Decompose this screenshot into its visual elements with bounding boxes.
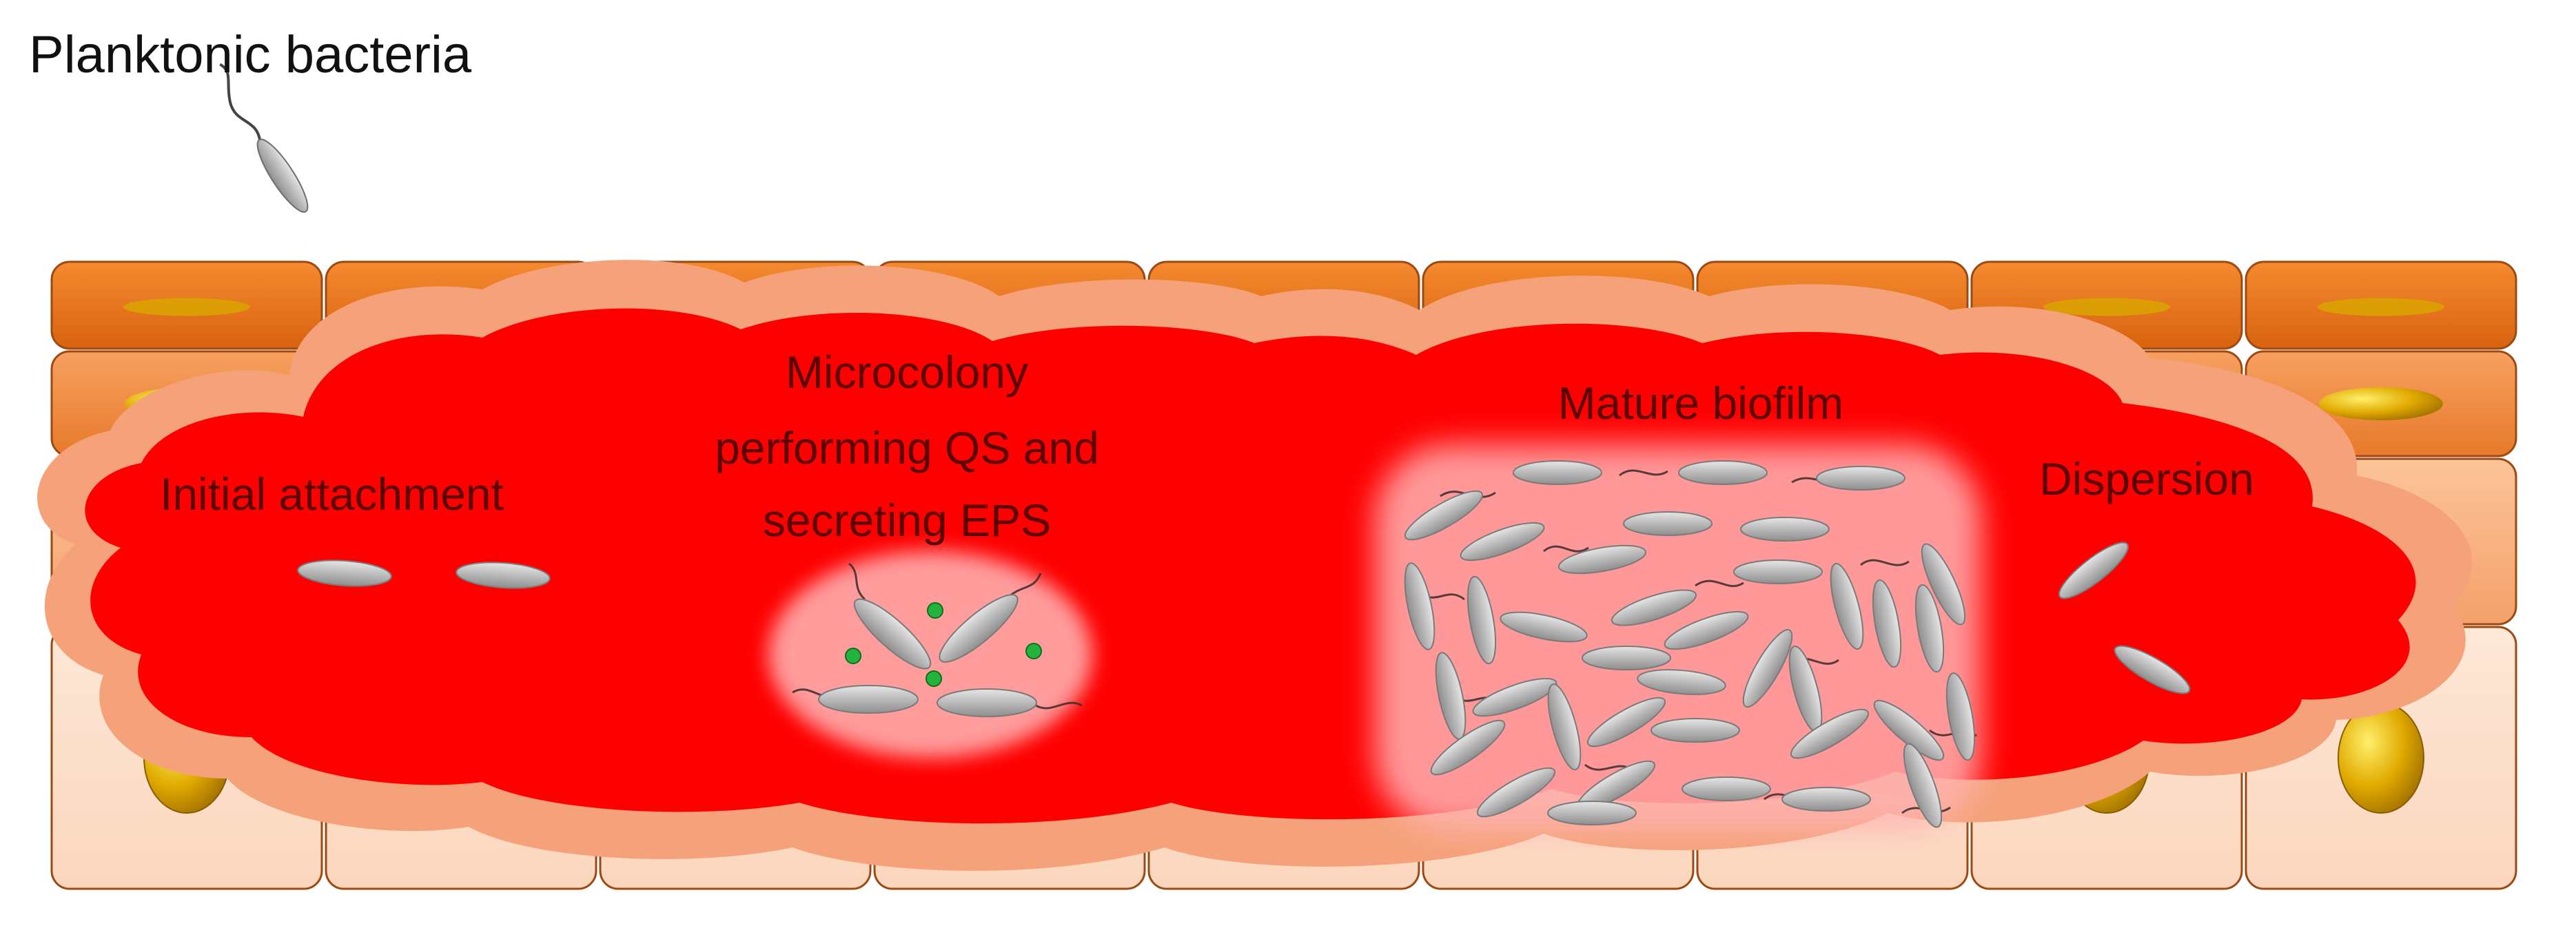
eps-strand bbox=[848, 562, 866, 601]
cell-nucleus bbox=[2319, 387, 2443, 420]
bacterium bbox=[1476, 767, 1556, 818]
microcolony-eps-glow bbox=[768, 551, 1092, 758]
microcolony-label-line-3: secreting EPS bbox=[763, 495, 1051, 546]
bacterium bbox=[1460, 522, 1545, 562]
initial-attachment-label: Initial attachment bbox=[160, 469, 504, 519]
eps-strand bbox=[1695, 579, 1744, 588]
bacterium bbox=[2114, 645, 2191, 694]
planktonic-bacterium-body bbox=[256, 138, 309, 213]
bacterium bbox=[1921, 543, 1966, 626]
bacterium bbox=[937, 688, 1037, 717]
microcolony-label-line-1: Microcolony bbox=[786, 347, 1028, 398]
bacterium bbox=[1650, 718, 1740, 743]
dispersion-label: Dispersion bbox=[2039, 453, 2254, 504]
planktonic-flagellum bbox=[219, 63, 262, 142]
bacterium bbox=[1816, 466, 1905, 491]
bacterium bbox=[1678, 460, 1768, 485]
mature-biofilm-label: Mature biofilm bbox=[1558, 378, 1843, 429]
bacterium bbox=[297, 559, 392, 587]
qs-signal-molecule bbox=[927, 602, 943, 619]
bacterium bbox=[1872, 579, 1902, 668]
bacterium bbox=[1664, 610, 1749, 650]
eps-strand bbox=[1619, 469, 1668, 477]
bacterium bbox=[1466, 575, 1497, 665]
bacterium bbox=[939, 594, 1019, 663]
bacterium bbox=[1404, 562, 1435, 650]
bacterium bbox=[1733, 559, 1823, 584]
eps-strand bbox=[1860, 559, 1910, 566]
bacterium bbox=[1472, 677, 1557, 717]
bacterium bbox=[1740, 517, 1830, 542]
bacterium bbox=[1404, 490, 1484, 541]
bacterium bbox=[1582, 646, 1671, 670]
bacterium bbox=[1557, 544, 1647, 575]
bacterium bbox=[1781, 787, 1871, 812]
bacterium bbox=[1500, 611, 1588, 643]
bacterium bbox=[1830, 563, 1864, 650]
cell-nucleus bbox=[2318, 298, 2444, 316]
bacterium bbox=[1742, 628, 1793, 708]
biofilm-core bbox=[85, 308, 2416, 824]
cell-nucleus bbox=[2338, 702, 2424, 814]
cell-nucleus bbox=[2043, 298, 2170, 316]
bacterium bbox=[1611, 589, 1697, 626]
bacterium bbox=[1547, 801, 1637, 825]
eps-strand bbox=[1543, 545, 1589, 553]
bacterium bbox=[1681, 776, 1771, 801]
qs-signal-molecule bbox=[845, 648, 861, 664]
bacterium bbox=[853, 598, 932, 670]
bacterium bbox=[818, 685, 919, 714]
bacterium bbox=[1430, 719, 1506, 776]
qs-signal-molecule bbox=[926, 670, 942, 687]
bacterium bbox=[1623, 511, 1713, 536]
bacterium bbox=[1790, 708, 1870, 759]
eps-strand bbox=[1033, 701, 1083, 710]
bacteria-group bbox=[297, 460, 2191, 828]
bacterium bbox=[1873, 699, 1945, 761]
bacterium bbox=[2058, 542, 2129, 599]
bacterium bbox=[1914, 584, 1945, 673]
bacterium bbox=[1945, 672, 1976, 761]
bacterium bbox=[1586, 697, 1666, 748]
microcolony-label-line-2: performing QS and bbox=[715, 422, 1099, 473]
planktonic-bacterium bbox=[219, 63, 309, 213]
bacterium bbox=[456, 562, 551, 589]
bacterium bbox=[1637, 669, 1726, 695]
bacterium bbox=[1547, 683, 1582, 770]
bacterium bbox=[1903, 743, 1943, 828]
cell-nucleus bbox=[123, 298, 250, 316]
qs-signal-molecule bbox=[1025, 643, 1042, 659]
microcolony-label: Microcolony performing QS and secreting … bbox=[715, 347, 1099, 546]
bacterium bbox=[1513, 460, 1602, 485]
planktonic-bacteria-label: Planktonic bacteria bbox=[29, 25, 472, 84]
